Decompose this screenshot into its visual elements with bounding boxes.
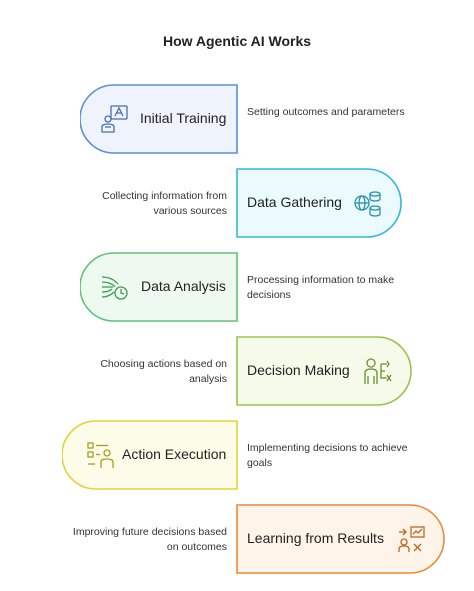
stage-description: Improving future decisions based on outc…	[72, 526, 227, 553]
teacher-board-icon	[101, 105, 128, 133]
stage-label: Data Analysis	[141, 278, 226, 294]
person-choice-icon	[364, 358, 392, 384]
stage-description: Choosing actions based on analysis	[100, 358, 227, 385]
stage-description: Setting outcomes and parameters	[247, 106, 405, 118]
stage-description: Implementing decisions to achieve goals	[247, 442, 408, 469]
diagram-title: How Agentic AI Works	[162, 33, 312, 49]
stage-action-execution: Action Execution	[62, 420, 238, 490]
stage-pill-shape	[236, 504, 445, 574]
stage-description: Collecting information from various sour…	[102, 190, 227, 217]
stage-pill-shape	[236, 168, 402, 238]
stage-decision-making: Decision Making	[236, 336, 412, 406]
stage-description: Processing information to make decisions	[247, 274, 395, 301]
stage-pill-shape	[236, 336, 412, 406]
stage-pill-shape	[80, 84, 238, 154]
presentation-learning-icon	[398, 526, 425, 552]
stage-label: Decision Making	[247, 362, 350, 378]
stage-data-gathering: Data Gathering	[236, 168, 402, 238]
stage-label: Learning from Results	[247, 530, 384, 546]
analysis-clock-icon	[101, 276, 128, 300]
task-list-person-icon	[87, 442, 114, 468]
stage-data-analysis: Data Analysis	[80, 252, 238, 322]
stage-label: Data Gathering	[247, 194, 342, 210]
stage-pill-shape	[80, 252, 238, 322]
stage-learning-from-results: Learning from Results	[236, 504, 446, 574]
database-globe-icon	[354, 191, 381, 217]
stage-pill-shape	[62, 420, 238, 490]
stage-label: Action Execution	[122, 446, 227, 462]
stage-label: Initial Training	[140, 110, 227, 126]
stage-initial-training: Initial Training	[80, 84, 238, 154]
